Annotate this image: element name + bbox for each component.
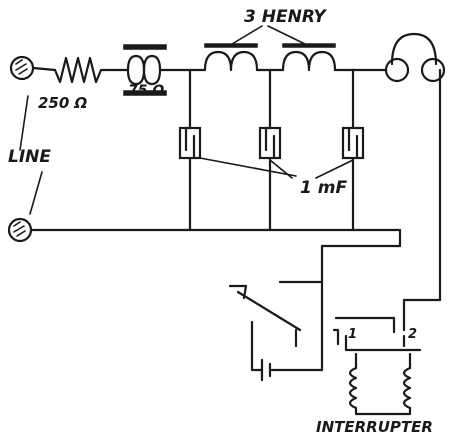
capacitance-pointers [199, 157, 354, 179]
capacitance-label: 1 mF [300, 178, 347, 198]
inductor-1 [203, 43, 285, 72]
line-terminal-bottom [7, 217, 33, 243]
bottom-wire [29, 228, 402, 372]
resistor-label: 250 Ω [38, 94, 88, 112]
interrupter-label: INTERRUPTER [316, 418, 433, 435]
interrupter [332, 316, 422, 416]
capacitor-3 [341, 126, 365, 160]
contact-2-label: 2 [408, 327, 417, 342]
coil-label: 75 Ω [128, 83, 164, 99]
battery [250, 352, 272, 382]
headphone-return-wire [402, 68, 442, 332]
telegraph-key [228, 280, 324, 356]
inductance-label: 3 HENRY [244, 7, 327, 27]
contact-1-label: 1 [348, 327, 357, 342]
line-terminal-top [9, 55, 35, 81]
line-label: LINE [8, 147, 51, 167]
capacitor-2 [258, 126, 282, 160]
resistor-250 [53, 56, 122, 84]
coil-75-ohm [118, 44, 207, 96]
inductance-pointers [231, 25, 306, 45]
inductor-2 [281, 43, 387, 72]
top-wire [31, 66, 57, 72]
capacitor-1 [178, 126, 202, 160]
headphones-icon [384, 32, 446, 83]
line-pointer-bottom [29, 171, 43, 215]
line-pointer-top [19, 95, 29, 151]
